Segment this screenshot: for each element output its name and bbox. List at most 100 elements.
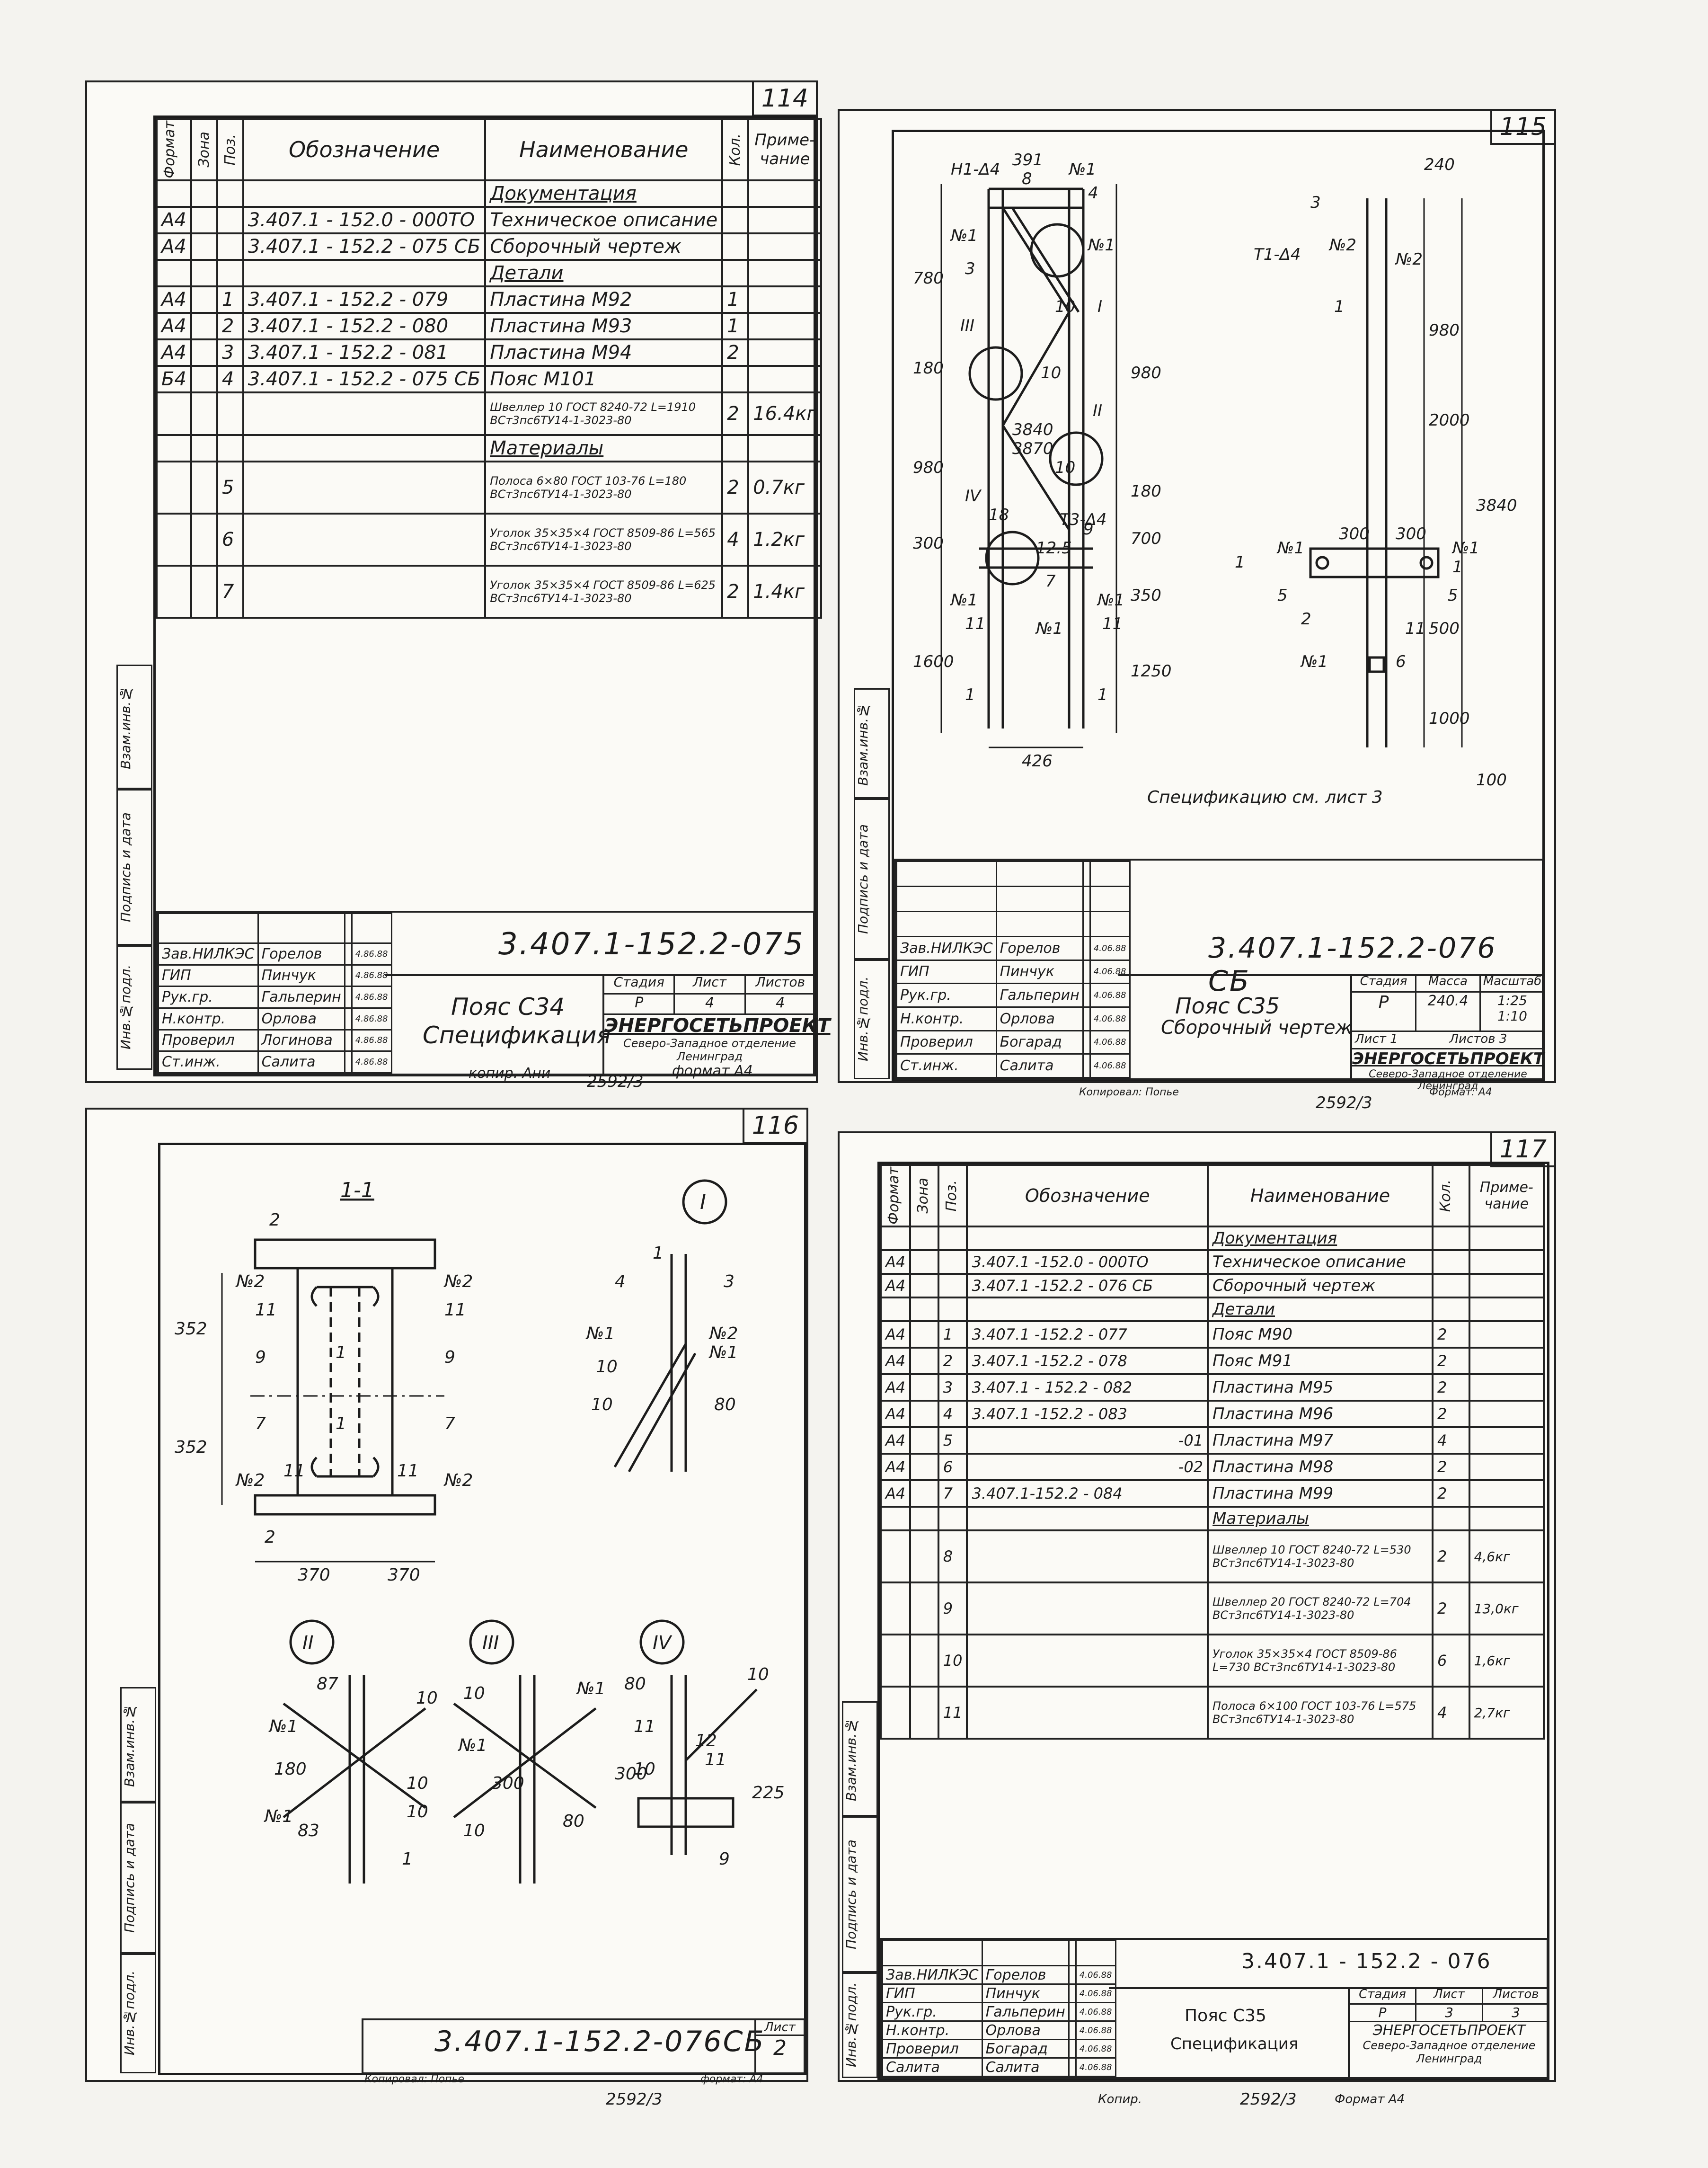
svg-text:80: 80 [714, 1395, 736, 1414]
section-parts: Детали [484, 259, 724, 287]
footer-format: формат: А4 [700, 2073, 763, 2085]
svg-text:11: 11 [1102, 614, 1123, 633]
org-name: ЭНЕРГОСЕТЬПРОЕКТ [604, 1015, 831, 1037]
svg-text:1: 1 [1452, 558, 1463, 577]
svg-text:10: 10 [416, 1688, 438, 1708]
side-vzam: Взам.инв.№ [842, 1701, 878, 1818]
svg-text:3870: 3870 [1012, 439, 1053, 458]
svg-text:№2: №2 [235, 1272, 265, 1291]
col-zone: Зона [190, 118, 218, 181]
svg-text:№1: №1 [576, 1679, 605, 1698]
svg-text:780: 780 [913, 269, 944, 288]
svg-text:300: 300 [615, 1764, 647, 1784]
svg-text:1250: 1250 [1131, 662, 1172, 681]
svg-text:9: 9 [255, 1348, 266, 1367]
spec-table: Формат Зона Поз. Обозначение Наименовани… [156, 118, 823, 619]
svg-text:11: 11 [965, 614, 985, 633]
col-qty: Кол. [721, 118, 750, 181]
svg-text:352: 352 [175, 1319, 207, 1339]
side-inv: Инв.№подл. [842, 1971, 878, 2078]
svg-text:№2: №2 [443, 1471, 473, 1490]
svg-text:980: 980 [1429, 321, 1460, 340]
svg-text:10: 10 [463, 1821, 485, 1840]
svg-text:2: 2 [265, 1528, 275, 1547]
doc-title: Пояс С34 [451, 993, 565, 1021]
svg-text:Т1-Δ4: Т1-Δ4 [1254, 245, 1301, 264]
col-format: Формат [156, 118, 192, 181]
svg-text:№1: №1 [1300, 652, 1328, 671]
svg-text:352: 352 [175, 1438, 207, 1457]
svg-text:№2: №2 [708, 1324, 738, 1343]
col-format: Формат [879, 1164, 912, 1227]
side-sign: Подпись и дата [116, 788, 152, 947]
svg-text:4: 4 [615, 1272, 626, 1291]
footer-copy: Копир. [1098, 2092, 1142, 2106]
svg-text:225: 225 [752, 1783, 785, 1803]
col-pos: Поз. [937, 1164, 968, 1227]
doc-title: Пояс С35 [1185, 2006, 1266, 2026]
svg-text:10: 10 [591, 1395, 613, 1414]
svg-text:№2: №2 [443, 1272, 473, 1291]
footer-format: формат А4 [672, 1063, 753, 1079]
svg-text:9: 9 [444, 1348, 455, 1367]
svg-text:№2: №2 [1328, 236, 1356, 255]
svg-text:I: I [700, 1190, 706, 1214]
svg-text:11: 11 [444, 1300, 466, 1320]
svg-text:6: 6 [1396, 652, 1406, 671]
svg-text:10: 10 [596, 1357, 618, 1377]
svg-text:№1: №1 [264, 1807, 293, 1826]
svg-text:3: 3 [965, 259, 975, 278]
svg-text:№1: №1 [1087, 236, 1115, 255]
svg-text:300: 300 [492, 1774, 524, 1793]
svg-text:10: 10 [747, 1665, 769, 1684]
col-zone: Зона [909, 1164, 939, 1227]
col-note: Приме-чание [1468, 1164, 1545, 1227]
svg-text:IV: IV [965, 487, 982, 506]
svg-text:11: 11 [255, 1300, 277, 1320]
svg-text:10: 10 [407, 1802, 428, 1821]
svg-text:3: 3 [1310, 193, 1321, 212]
svg-text:240: 240 [1424, 155, 1455, 174]
svg-text:3840: 3840 [1476, 496, 1517, 515]
svg-text:12: 12 [695, 1731, 717, 1750]
section-materials: Материалы [484, 434, 724, 462]
svg-text:370: 370 [298, 1565, 330, 1585]
svg-text:10: 10 [407, 1774, 428, 1793]
section-docs: Документация [1207, 1226, 1434, 1251]
table-row: Швеллер 10 ГОСТ 8240-72 L=1910 ВСт3пс6ТУ… [156, 391, 823, 436]
side-inv: Инв.№подл. [120, 1952, 156, 2073]
svg-text:980: 980 [913, 458, 944, 477]
svg-text:300: 300 [913, 534, 944, 553]
svg-text:1000: 1000 [1429, 709, 1470, 728]
svg-text:100: 100 [1476, 771, 1507, 790]
col-designation: Обозначение [242, 118, 487, 181]
footer-copy: Копировал: Попье [1079, 1086, 1179, 1098]
svg-text:3840: 3840 [1012, 420, 1053, 439]
side-inv: Инв.№подл. [116, 944, 152, 1070]
section-docs: Документация [484, 179, 724, 208]
svg-text:500: 500 [1429, 619, 1460, 638]
svg-text:1: 1 [1235, 553, 1245, 572]
svg-text:426: 426 [1022, 752, 1053, 771]
side-vzam: Взам.инв.№ [854, 688, 890, 800]
svg-text:370: 370 [388, 1565, 420, 1585]
svg-text:180: 180 [274, 1759, 307, 1779]
page-number: 116 [742, 1110, 806, 1144]
svg-text:IV: IV [653, 1632, 673, 1654]
svg-text:№1: №1 [950, 591, 978, 610]
svg-text:№1: №1 [1068, 160, 1096, 179]
